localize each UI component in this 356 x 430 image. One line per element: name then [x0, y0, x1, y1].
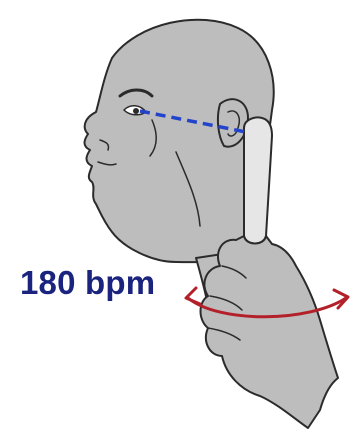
hand [201, 236, 339, 428]
probe-device [244, 117, 272, 243]
rate-label: 180 bpm [20, 266, 155, 299]
arrowhead-right-icon [334, 290, 348, 308]
arrowhead-left-icon [186, 288, 200, 304]
eye-pupil [133, 108, 139, 114]
